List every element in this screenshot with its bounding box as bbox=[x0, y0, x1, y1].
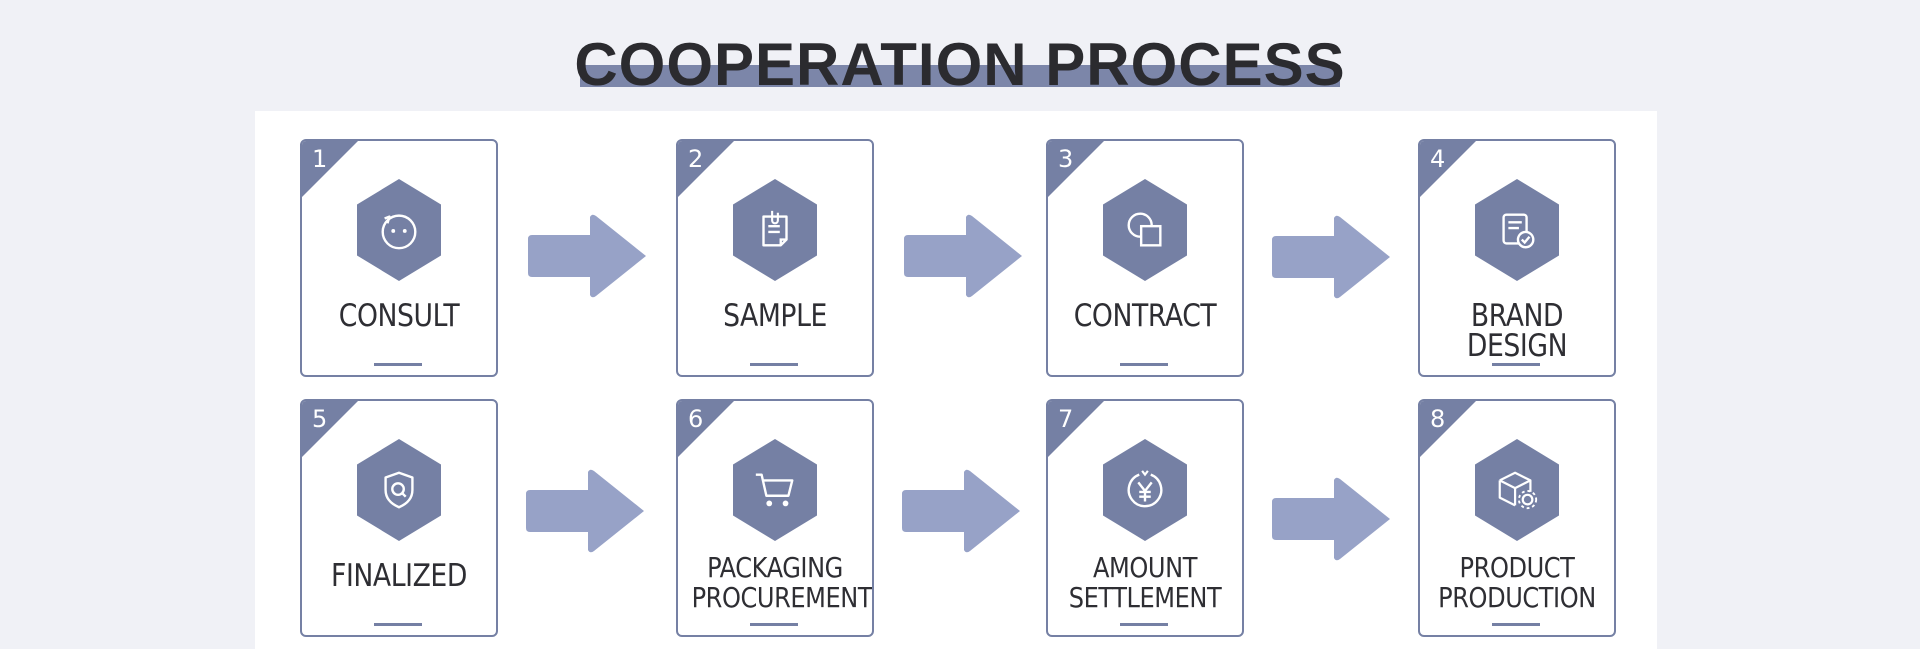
step-corner bbox=[1420, 141, 1476, 197]
step-corner bbox=[678, 401, 734, 457]
step-label: BRAND DESIGN bbox=[1466, 298, 1568, 364]
step-label-line2: PRODUCTION bbox=[1438, 581, 1596, 614]
step-card-consult: 1 CONSULT bbox=[300, 139, 498, 377]
overlapping-shapes-icon bbox=[1127, 212, 1162, 247]
box-gear-icon bbox=[1498, 471, 1538, 510]
hexagon-badge bbox=[1103, 439, 1187, 541]
shield-search-icon bbox=[384, 471, 414, 509]
arrow-right-icon bbox=[1272, 215, 1390, 299]
step-card-product-production: 8 PRODUCT PRODUCTION bbox=[1418, 399, 1616, 637]
hexagon-badge bbox=[733, 179, 817, 281]
step-card-sample: 2 SAMPLE bbox=[676, 139, 874, 377]
shopping-cart-icon bbox=[755, 473, 794, 507]
step-number: 1 bbox=[312, 145, 328, 173]
step-underline bbox=[1120, 623, 1168, 626]
step-card-brand-design: 4 BRAND DESIGN bbox=[1418, 139, 1616, 377]
step-label-line2: SETTLEMENT bbox=[1068, 581, 1222, 614]
arrow-right-icon bbox=[1272, 477, 1390, 561]
step-number: 6 bbox=[688, 405, 704, 433]
document-check-icon bbox=[1502, 213, 1535, 249]
step-number: 7 bbox=[1058, 405, 1074, 433]
hexagon-badge bbox=[1475, 179, 1559, 281]
step-label: CONSULT bbox=[338, 298, 460, 334]
step-underline bbox=[1492, 363, 1540, 366]
step-card-finalized: 5 FINALIZED bbox=[300, 399, 498, 637]
step-underline bbox=[750, 363, 798, 366]
step-number: 4 bbox=[1430, 145, 1446, 173]
step-label: FINALIZED bbox=[331, 558, 467, 594]
arrow-right-icon bbox=[526, 469, 644, 553]
step-label-line2: PROCUREMENT bbox=[691, 581, 873, 614]
step-label: PACKAGING PROCUREMENT bbox=[691, 551, 873, 614]
yen-coin-icon bbox=[1127, 470, 1163, 508]
step-underline bbox=[750, 623, 798, 626]
step-corner bbox=[678, 141, 734, 197]
step-label: PRODUCT PRODUCTION bbox=[1434, 553, 1601, 613]
arrow-right-icon bbox=[528, 214, 646, 298]
hexagon-badge bbox=[1103, 179, 1187, 281]
hexagon-badge bbox=[1475, 439, 1559, 541]
step-label: CONTRACT bbox=[1073, 298, 1217, 334]
step-corner bbox=[302, 141, 358, 197]
step-underline bbox=[1492, 623, 1540, 626]
title-highlight-bar bbox=[580, 65, 1340, 87]
step-card-amount-settlement: 7 AMOUNT SETTLEMENT bbox=[1046, 399, 1244, 637]
step-number: 3 bbox=[1058, 145, 1074, 173]
step-label-line1: PACKAGING bbox=[707, 551, 843, 584]
step-number: 8 bbox=[1430, 405, 1446, 433]
arrow-right-icon bbox=[902, 469, 1020, 553]
step-label-line1: PRODUCT bbox=[1459, 551, 1575, 584]
step-number: 5 bbox=[312, 405, 328, 433]
step-number: 2 bbox=[688, 145, 704, 173]
step-label: SAMPLE bbox=[723, 298, 827, 334]
chat-face-icon bbox=[381, 214, 417, 250]
step-label-line1: AMOUNT bbox=[1093, 551, 1197, 584]
step-underline bbox=[374, 623, 422, 626]
step-corner bbox=[1048, 401, 1104, 457]
hexagon-badge bbox=[357, 179, 441, 281]
step-card-packaging-procurement: 6 PACKAGING PROCUREMENT bbox=[676, 399, 874, 637]
page-title: COOPERATION PROCESS bbox=[574, 31, 1346, 98]
hexagon-badge bbox=[357, 439, 441, 541]
hexagon-badge bbox=[733, 439, 817, 541]
title-area: COOPERATION PROCESS bbox=[0, 30, 1920, 100]
step-corner bbox=[1048, 141, 1104, 197]
arrow-right-icon bbox=[904, 214, 1022, 298]
clipboard-document-icon bbox=[762, 210, 788, 247]
step-corner bbox=[302, 401, 358, 457]
step-underline bbox=[374, 363, 422, 366]
step-underline bbox=[1120, 363, 1168, 366]
step-card-contract: 3 CONTRACT bbox=[1046, 139, 1244, 377]
step-corner bbox=[1420, 401, 1476, 457]
step-label: AMOUNT SETTLEMENT bbox=[1062, 553, 1229, 613]
